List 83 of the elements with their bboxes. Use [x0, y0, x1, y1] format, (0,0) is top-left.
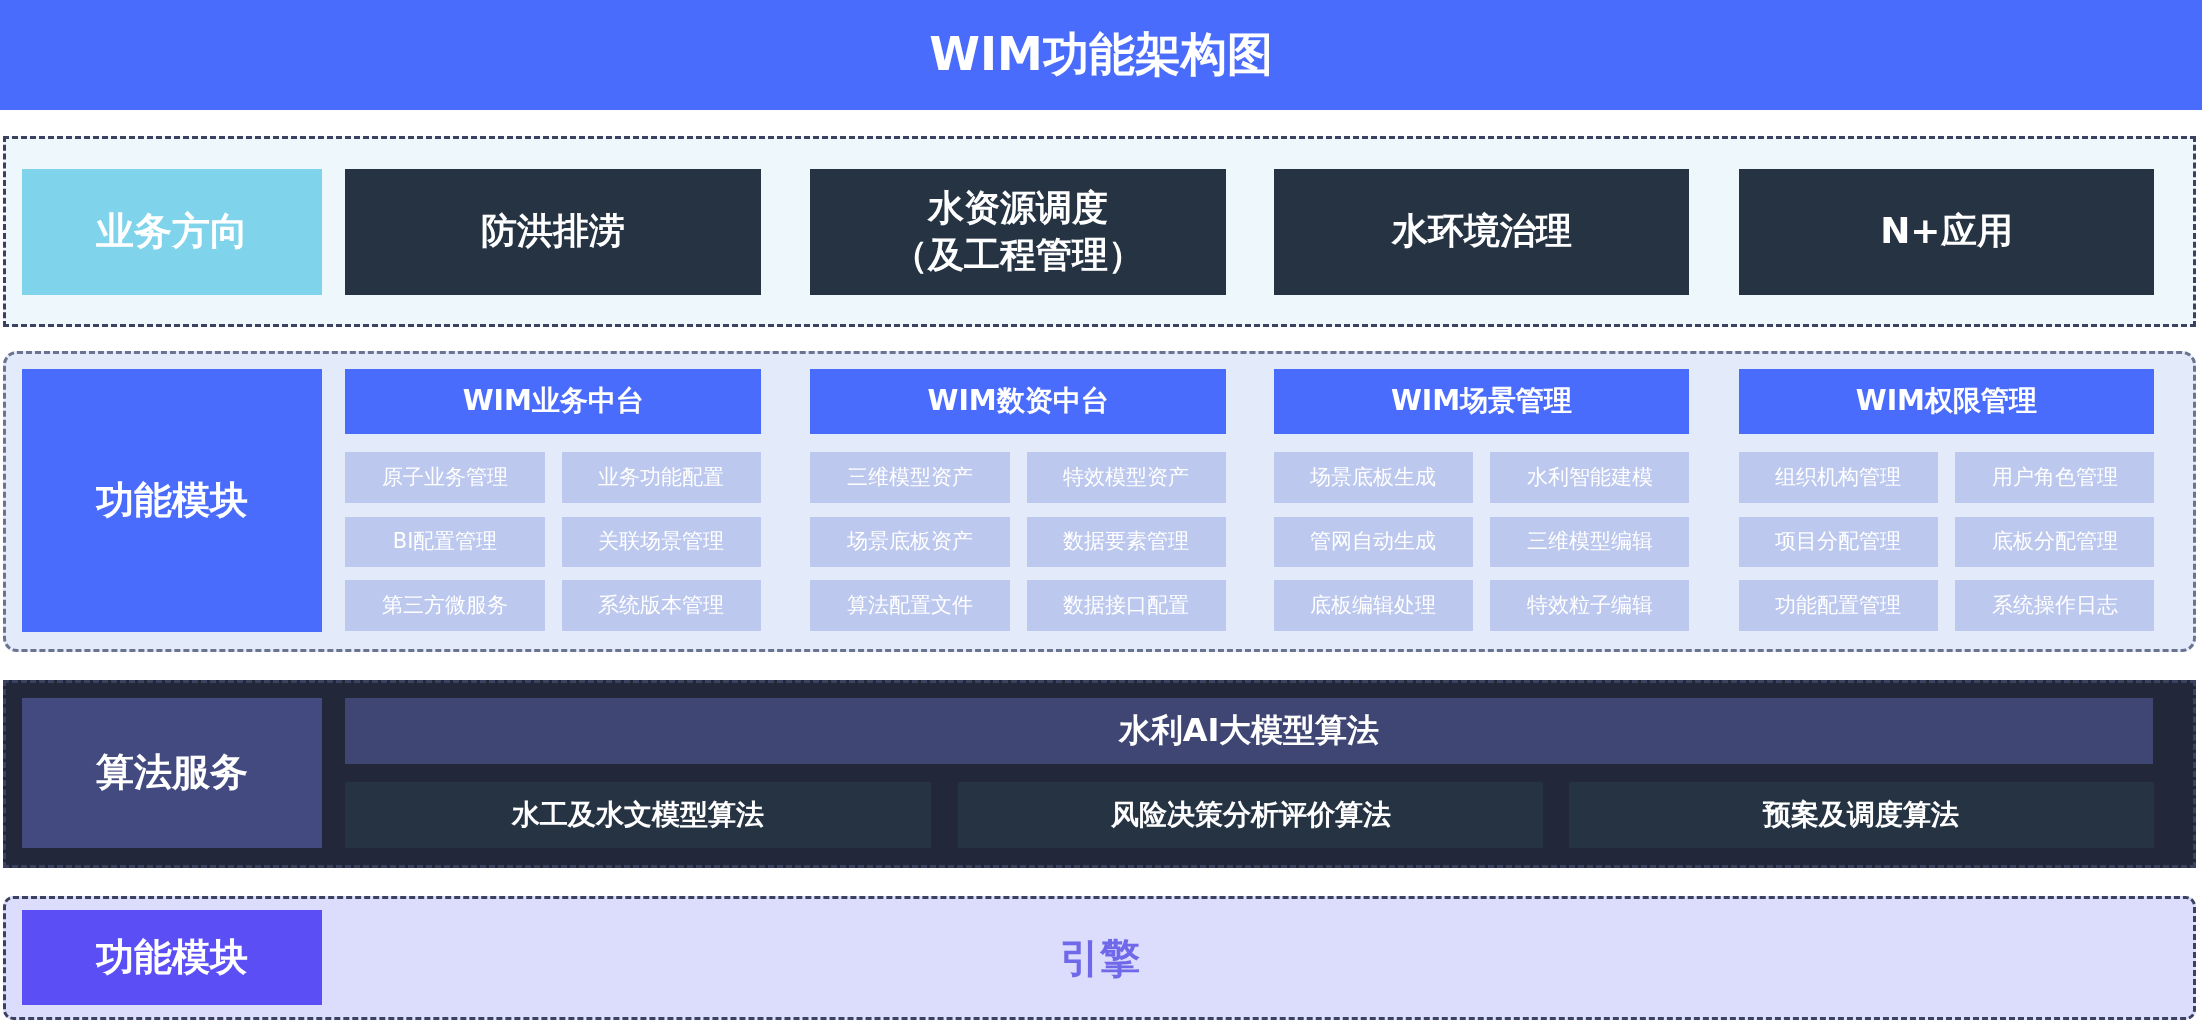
- label-text: 底板编辑处理: [1310, 591, 1437, 619]
- module-item: [1026, 452, 1226, 503]
- title-banner: WIM功能架构图: [0, 0, 2202, 110]
- label-text: 场景底板资产: [847, 528, 973, 556]
- label-text: 特效粒子编辑: [1526, 591, 1653, 619]
- label-text: 预案及调度算法: [1763, 797, 1960, 833]
- module-item: [1738, 516, 1938, 568]
- module-item: [1490, 516, 1690, 568]
- module-item: [561, 452, 762, 503]
- label-text: 管网自动生成: [1310, 528, 1437, 556]
- layer-panel: [2, 136, 2197, 328]
- label-text: 底板分配管理: [1991, 528, 2118, 556]
- label-text: 业务功能配置: [598, 463, 725, 491]
- module-item: [345, 516, 545, 568]
- label-text: 数据要素管理: [1063, 528, 1190, 556]
- module-item: [1954, 516, 2155, 568]
- module-header: [810, 369, 1226, 434]
- label-text: 系统操作日志: [1991, 591, 2118, 619]
- module-item: [1273, 516, 1474, 568]
- module-item: [345, 580, 545, 631]
- label-text: 用户角色管理: [1991, 463, 2118, 491]
- business-box: [810, 168, 1226, 295]
- module-item: [810, 516, 1010, 568]
- label-text: WIM业务中台: [462, 383, 644, 420]
- row-label: [22, 369, 322, 632]
- row-label: [22, 910, 322, 1006]
- label-text: 第三方微服务: [382, 591, 509, 619]
- module-item: [1954, 452, 2155, 503]
- label-text: 数据接口配置: [1063, 591, 1190, 619]
- label-text: 场景底板生成: [1310, 463, 1437, 491]
- module-item: [1490, 580, 1690, 631]
- label-text: 特效模型资产: [1063, 463, 1190, 491]
- module-item: [810, 452, 1010, 503]
- module-header: [1738, 369, 2155, 434]
- module-item: [1026, 580, 1226, 631]
- label-text: 水环境治理: [1391, 209, 1572, 254]
- row-label: [22, 697, 322, 849]
- label-text: 引擎: [1059, 933, 1140, 983]
- label-text: 功能模块: [96, 476, 248, 524]
- business-box: [1738, 168, 2155, 295]
- label-text: 三维模型资产: [847, 463, 973, 491]
- module-item: [1026, 516, 1226, 568]
- label-text: 水利智能建模: [1526, 463, 1653, 491]
- label-text: 关联场景管理: [598, 528, 725, 556]
- label-text: BI配置管理: [392, 528, 498, 556]
- module-item: [1738, 580, 1938, 631]
- layer-panel: [2, 679, 2197, 868]
- module-item: [1490, 452, 1690, 503]
- label-text: 防洪排涝: [481, 209, 626, 254]
- label-text: 业务方向: [96, 208, 248, 255]
- label-text: WIM场景管理: [1390, 383, 1573, 420]
- label-text: WIM权限管理: [1855, 383, 2037, 420]
- module-item: [1273, 452, 1474, 503]
- label-text: 原子业务管理: [382, 463, 509, 491]
- engine-panel: [2, 895, 2197, 1020]
- business-box: [345, 168, 762, 295]
- label-text: 水利AI大模型算法: [1118, 710, 1380, 752]
- label-text: 三维模型编辑: [1526, 528, 1653, 556]
- module-item: [810, 580, 1010, 631]
- label-text: 功能模块: [96, 934, 248, 982]
- module-header: [345, 369, 762, 434]
- label-text: 系统版本管理: [598, 591, 725, 619]
- module-header: [1273, 369, 1690, 434]
- label-text: 算法配置文件: [847, 591, 973, 619]
- label-text: 项目分配管理: [1775, 528, 1902, 556]
- row-label: [22, 168, 322, 295]
- label-text: 水工及水文模型算法: [512, 797, 765, 833]
- layer-panel: [2, 351, 2197, 652]
- label-text: 算法服务: [96, 749, 248, 797]
- algorithm-header: [345, 697, 2153, 764]
- label-text: N+应用: [1880, 209, 2013, 254]
- label-text: 水资源调度（及工程管理）: [891, 185, 1146, 277]
- label-text: 功能配置管理: [1775, 591, 1902, 619]
- business-box: [1273, 168, 1690, 295]
- label-text: 组织机构管理: [1775, 463, 1902, 491]
- module-item: [561, 516, 762, 568]
- label-text: 风险决策分析评价算法: [1110, 797, 1391, 833]
- module-item: [1273, 580, 1474, 631]
- module-item: [345, 452, 545, 503]
- module-item: [561, 580, 762, 631]
- module-item: [1738, 452, 1938, 503]
- module-item: [1954, 580, 2155, 631]
- label-text: WIM数资中台: [927, 383, 1109, 420]
